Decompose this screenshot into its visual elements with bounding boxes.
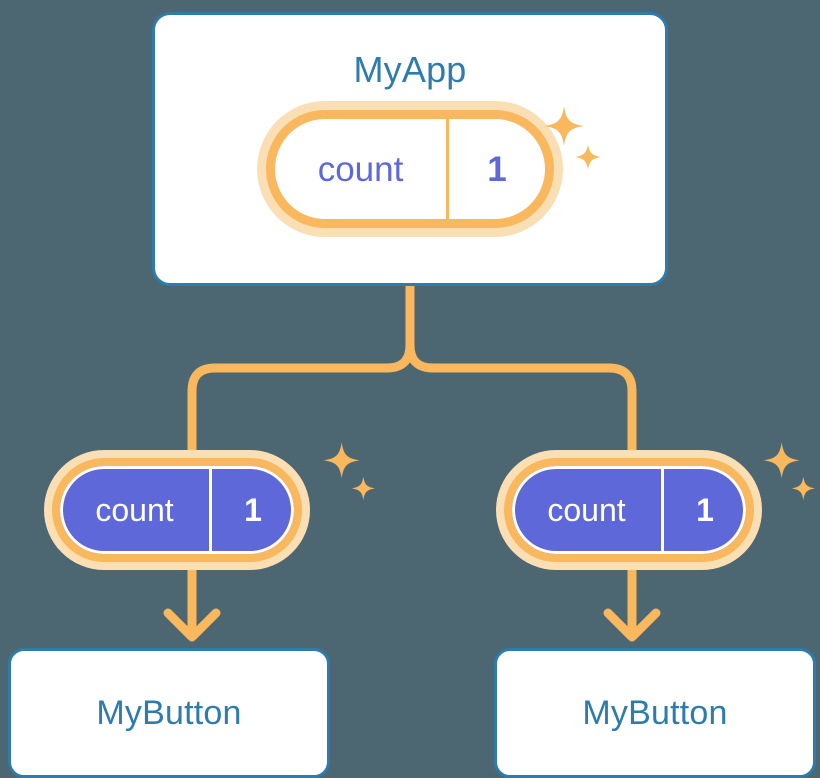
- state-pill-myapp[interactable]: count 1: [266, 110, 554, 228]
- component-card-mybutton-left[interactable]: MyButton: [8, 648, 330, 778]
- state-key-label: count: [275, 119, 449, 219]
- state-value-label: 1: [487, 149, 507, 189]
- state-pill-body: count 1: [52, 458, 302, 562]
- component-card-mybutton-right[interactable]: MyButton: [494, 648, 816, 778]
- component-title-myapp: MyApp: [353, 49, 467, 90]
- state-pill-body: count 1: [504, 458, 754, 562]
- state-key-label: count: [60, 466, 212, 554]
- state-value-label: 1: [244, 492, 262, 528]
- arrow-down-icon-left: [163, 561, 221, 642]
- state-pill-mybutton-right[interactable]: count 1: [504, 458, 754, 562]
- state-pill-body: count 1: [266, 110, 554, 228]
- state-pill-mybutton-left[interactable]: count 1: [52, 458, 302, 562]
- component-title-mybutton: MyButton: [96, 694, 242, 732]
- state-value-label: 1: [696, 492, 714, 528]
- state-key-label: count: [512, 466, 664, 554]
- component-title-mybutton: MyButton: [582, 694, 728, 732]
- arrow-down-icon-right: [603, 561, 661, 642]
- branch-connector: [187, 281, 637, 457]
